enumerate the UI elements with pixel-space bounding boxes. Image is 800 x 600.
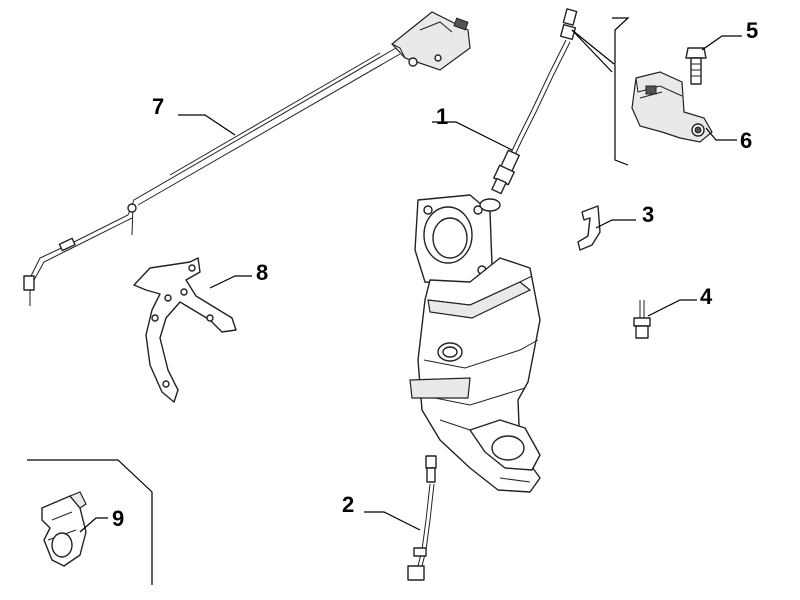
callout-9: 9: [112, 506, 124, 531]
upstream-oxygen-sensor: [491, 8, 578, 195]
callout-2: 2: [342, 492, 354, 517]
leader-lines: [79, 29, 742, 533]
group-bracket-9: [27, 459, 153, 585]
callout-1: 1: [436, 104, 448, 129]
bolt: [685, 47, 707, 85]
mounting-bracket: [133, 257, 237, 403]
callout-8: 8: [256, 260, 268, 285]
bracket-block: [631, 71, 713, 143]
group-bracket-5-6: [612, 17, 630, 166]
callout-7: 7: [152, 94, 164, 119]
callout-4: 4: [700, 284, 713, 309]
cable-clip: [41, 491, 87, 567]
callout-6: 6: [740, 128, 752, 153]
callout-3: 3: [642, 202, 654, 227]
downstream-oxygen-sensor: [407, 455, 437, 581]
sensor-clip: [577, 205, 601, 251]
temperature-sensor-harness: [23, 11, 471, 306]
callout-5: 5: [746, 18, 758, 43]
callout-labels: 1 2 3 4 5 6 7 8 9: [112, 18, 758, 531]
catalytic-converter: [409, 194, 541, 493]
stud-bolt: [633, 300, 651, 339]
